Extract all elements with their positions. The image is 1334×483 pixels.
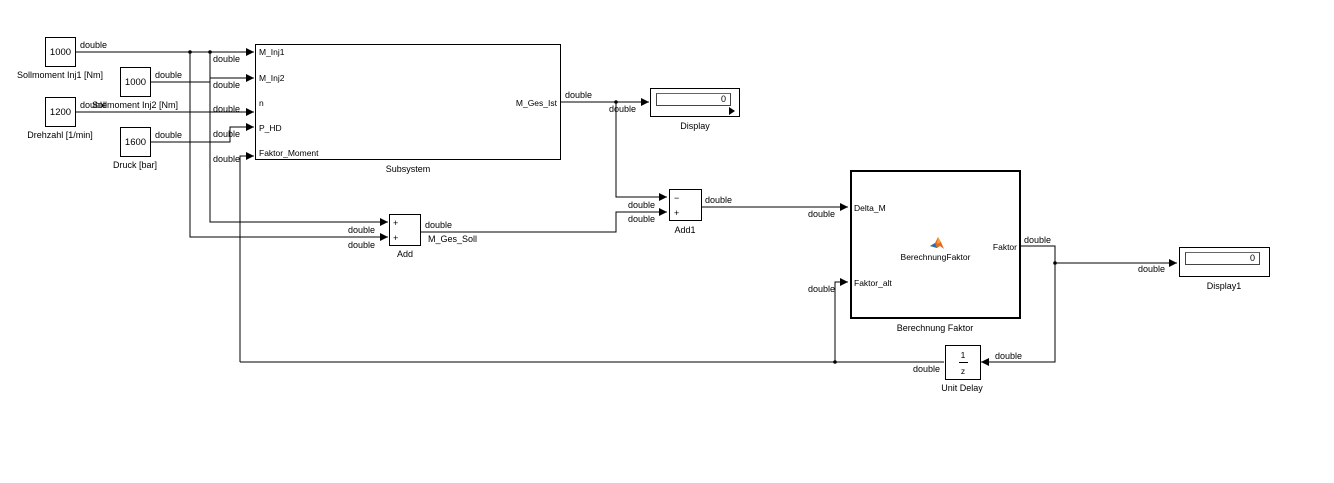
subsystem-caption: Subsystem <box>385 164 431 174</box>
add-sign: + <box>393 218 399 228</box>
matlab-logo-icon <box>930 237 944 249</box>
add1-caption: Add1 <box>674 225 696 235</box>
constant-caption: Sollmoment Inj1 [Nm] <box>16 70 104 80</box>
port-faktor: Faktor <box>992 242 1017 252</box>
signal-label: double <box>1138 264 1166 274</box>
junction <box>188 50 192 54</box>
line-inj2-add <box>209 78 388 226</box>
function-name: BerechnungFaktor <box>900 252 971 262</box>
display1-caption: Display1 <box>1206 281 1242 291</box>
add1-block[interactable]: − + <box>669 189 702 221</box>
add-sign: + <box>393 233 399 243</box>
line-faktor-delay <box>981 263 1056 366</box>
subsystem-port-m-inj1: M_Inj1 <box>259 47 285 57</box>
signal-label: double <box>348 225 376 235</box>
display-caption: Display <box>680 121 710 131</box>
berechnung-faktor-caption: Berechnung Faktor <box>896 323 974 333</box>
unit-delay-block[interactable]: 1 z <box>945 345 981 380</box>
m-ges-soll-label: M_Ges_Soll <box>428 234 478 244</box>
line-inj1-branch-add <box>189 52 388 241</box>
subsystem-port-faktor-moment: Faktor_Moment <box>259 148 319 158</box>
subsystem-port-m-inj2: M_Inj2 <box>259 73 285 83</box>
unit-delay-denominator: z <box>960 366 966 376</box>
subsystem-block[interactable]: M_Inj1 M_Inj2 n P_HD Faktor_Moment M_Ges… <box>255 44 561 160</box>
constant-block-inj1[interactable]: 1000 <box>45 37 76 67</box>
constant-block-inj2[interactable]: 1000 <box>120 67 151 97</box>
signal-label: double <box>425 220 453 230</box>
add-caption: Add <box>396 249 414 259</box>
display-block[interactable]: 0 <box>650 88 740 117</box>
signal-label: double <box>808 284 836 294</box>
constant-caption: Sollmoment Inj2 [Nm] <box>91 100 179 110</box>
signal-label: double <box>1024 235 1052 245</box>
signal-label: double <box>80 40 108 50</box>
add-block[interactable]: + + <box>389 214 421 246</box>
unit-delay-caption: Unit Delay <box>941 383 983 393</box>
signal-label: double <box>213 129 241 139</box>
line-faktor-moment <box>239 152 254 362</box>
junction <box>208 50 212 54</box>
constant-caption: Druck [bar] <box>112 160 158 170</box>
constant-value: 1000 <box>124 76 147 88</box>
signal-label: double <box>213 80 241 90</box>
signal-label: double <box>808 209 836 219</box>
signal-label: double <box>348 240 376 250</box>
add1-sign: − <box>674 193 680 203</box>
display1-block[interactable]: 0 <box>1179 247 1270 277</box>
signal-label: double <box>80 100 108 110</box>
signal-label: double <box>155 130 183 140</box>
signal-label: double <box>628 200 656 210</box>
signal-label: double <box>213 54 241 64</box>
signal-label: double <box>913 364 941 374</box>
port-delta-m: Delta_M <box>854 203 886 213</box>
add1-sign: + <box>674 208 680 218</box>
constant-caption: Drehzahl [1/min] <box>27 130 93 140</box>
signal-label: double <box>565 90 593 100</box>
subsystem-port-n: n <box>259 98 264 108</box>
junction <box>1053 261 1057 265</box>
display1-value: 0 <box>1185 252 1260 265</box>
signal-label: double <box>213 154 241 164</box>
port-faktor-alt: Faktor_alt <box>854 278 892 288</box>
signal-label: double <box>213 104 241 114</box>
signal-label: double <box>705 195 733 205</box>
display-corner-icon <box>729 107 735 115</box>
signal-label: double <box>628 214 656 224</box>
subsystem-port-p-hd: P_HD <box>259 123 282 133</box>
junction <box>614 100 618 104</box>
constant-value: 1200 <box>49 106 72 118</box>
line-mges-ist-add1 <box>615 102 667 201</box>
unit-delay-numerator: 1 <box>960 350 966 360</box>
constant-value: 1000 <box>49 46 72 58</box>
constant-value: 1600 <box>124 136 147 148</box>
signal-label: double <box>995 351 1023 361</box>
signal-label: double <box>609 104 637 114</box>
line-faktor <box>1020 245 1177 267</box>
junction <box>833 360 837 364</box>
constant-block-druck[interactable]: 1600 <box>120 127 151 157</box>
line-phd <box>151 123 254 143</box>
line-faktor-alt <box>834 278 848 362</box>
berechnung-faktor-block[interactable]: Delta_M Faktor_alt Faktor BerechnungFakt… <box>850 170 1021 319</box>
constant-block-drehzahl[interactable]: 1200 <box>45 97 76 127</box>
signal-label: double <box>155 70 183 80</box>
subsystem-port-m-ges-ist: M_Ges_Ist <box>515 98 557 108</box>
fraction-bar <box>959 362 968 363</box>
display-value: 0 <box>656 93 731 106</box>
line-mges-soll <box>421 208 667 233</box>
